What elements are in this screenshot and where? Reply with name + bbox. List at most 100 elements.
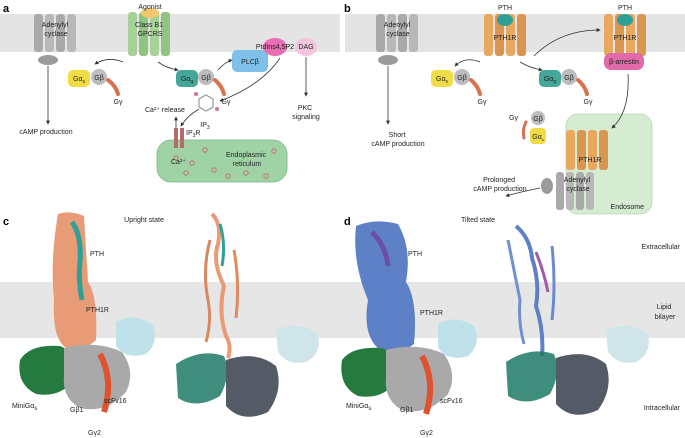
- gbeta-label-a2: Gβ: [201, 75, 210, 82]
- er-label-l1: Endoplasmic: [226, 152, 267, 159]
- adenylyl-cyclase-endosome-label: Adenylyl cyclase: [564, 177, 592, 193]
- agonist-label: Agonist: [138, 4, 161, 11]
- panel-label-c: c: [3, 216, 9, 228]
- ggamma-label-b1: Gγ: [478, 99, 487, 106]
- gbeta-endosome: [531, 111, 545, 125]
- ca-release-label: Ca²⁺ release: [145, 107, 185, 114]
- adenylyl-cyclase-label-b-l2: cyclase: [386, 31, 409, 38]
- panel-label-a: a: [3, 3, 10, 15]
- pip2-label: PtdIns4,5P2: [256, 44, 294, 51]
- ip3-phosphate-1: [194, 92, 198, 96]
- lipid-bilayer-label-l2: bilayer: [655, 314, 676, 321]
- panel-label-d: d: [344, 216, 351, 228]
- pth1r-endosome-label: PTH1R: [579, 157, 602, 164]
- gbeta-label-b1: Gβ: [457, 75, 466, 82]
- ggamma-endosome-label: Gγ: [509, 115, 518, 122]
- prolonged-camp-label-l1: Prolonged: [483, 177, 515, 184]
- ggamma-label-a2: Gγ: [222, 99, 231, 106]
- ggamma-label-b2: Gγ: [584, 99, 593, 106]
- pth1r-label-b-right: PTH1R: [614, 35, 637, 42]
- minig-label-d: MiniGαs: [346, 403, 371, 412]
- adenylyl-cyclase-label-b: Adenylyl cyclase: [384, 22, 412, 38]
- ggamma-endosome: [521, 120, 528, 140]
- gq-heterotrimer-b: [539, 69, 589, 96]
- class-b1-gpcrs-label-l2: GPCRS: [138, 31, 163, 38]
- galpha-s-label-b1: Gαs: [436, 76, 449, 85]
- pth-label-c: PTH: [90, 251, 104, 258]
- galpha-s-label-a: Gαs: [73, 76, 86, 85]
- pth-label-d: PTH: [408, 251, 422, 258]
- galpha-endosome-label: Gαs: [532, 134, 544, 142]
- scfv-label-c: scFv16: [104, 398, 127, 405]
- barrestin-label: β-arrestin: [609, 59, 639, 66]
- class-b1-gpcr-a: [128, 8, 170, 56]
- galpha-q-label-b: Gαq: [544, 76, 557, 85]
- cryo-em-map-d: [341, 221, 477, 415]
- er-label: Endoplasmic reticulum: [226, 152, 268, 168]
- dag-shape: [295, 38, 317, 56]
- ip3r-channel-left: [174, 128, 178, 148]
- short-camp-label-l1: Short: [389, 132, 406, 139]
- gb1-label-c: Gβ1: [70, 407, 83, 414]
- barrestin-box: [604, 53, 644, 70]
- prolonged-camp-label-l2: cAMP production: [473, 186, 526, 193]
- pip2-shape: [263, 38, 287, 56]
- pth1r-label-d: PTH1R: [420, 310, 443, 317]
- pth1r-label-c: PTH1R: [86, 307, 109, 314]
- galpha-q-label-a: Gαq: [181, 76, 194, 85]
- adenylyl-cyclase-endosome-label-l2: cyclase: [566, 186, 589, 193]
- pth-label-b-left: PTH: [498, 5, 512, 12]
- lipid-bilayer-band-cd: [0, 282, 685, 338]
- panel-label-b: b: [344, 3, 351, 15]
- ip3r-channel-right: [180, 128, 184, 148]
- er-label-l2: reticulum: [233, 161, 262, 168]
- pkc-signaling-label-l2: signaling: [292, 114, 320, 121]
- panel-b-arrows: [386, 28, 629, 198]
- upright-state-label: Upright state: [124, 217, 164, 224]
- adenylyl-cyclase-endosome-label-l1: Adenylyl: [564, 177, 591, 184]
- minig-label-c: MiniGαs: [12, 403, 37, 412]
- gg2-label-c: Gγ2: [88, 430, 101, 437]
- lipid-bilayer-label-l1: Lipid: [657, 304, 672, 311]
- pth1r-endosome-b: [566, 130, 608, 170]
- panel-a-arrows: [46, 57, 308, 128]
- ribbon-model-c: [176, 212, 319, 417]
- class-b1-gpcrs-label-l1: Class B1: [135, 22, 163, 29]
- adenylyl-cyclase-b: [376, 14, 418, 65]
- gbeta-label-a1: Gβ: [94, 75, 103, 82]
- gbeta-endosome-label: Gβ: [533, 116, 542, 123]
- ip3-label: IP3: [200, 122, 210, 131]
- plcb-label: PLCβ: [241, 59, 259, 66]
- short-camp-label-l2: cAMP production: [371, 141, 424, 148]
- plcb-box: [232, 50, 268, 72]
- ip3-phosphate-2: [215, 107, 219, 111]
- tilted-state-label: Tilted state: [461, 217, 495, 224]
- ggamma-label-a1: Gγ: [114, 99, 123, 106]
- pth1r-left-b: [484, 14, 526, 56]
- gq-heterotrimer-a: [176, 69, 226, 96]
- adenylyl-cyclase-a: [34, 14, 76, 65]
- dag-label: DAG: [298, 44, 313, 51]
- gs-heterotrimer-a: [68, 69, 120, 96]
- adenylyl-cyclase-endosome: [541, 172, 594, 210]
- endosome-label: Endosome: [611, 204, 645, 211]
- pkc-signaling-label-l1: PKC: [298, 105, 312, 112]
- adenylyl-cyclase-label-a-l2: cyclase: [44, 31, 67, 38]
- pth1r-label-b-left: PTH1R: [494, 35, 517, 42]
- pth-label-b-right: PTH: [618, 5, 632, 12]
- galpha-endosome-box: [530, 128, 546, 144]
- gg2-label-d: Gγ2: [420, 430, 433, 437]
- ip3r-label: IP3R: [186, 130, 200, 139]
- pkc-signaling-label: PKC signaling: [292, 105, 320, 121]
- prolonged-camp-label: Prolonged cAMP production: [473, 177, 526, 193]
- adenylyl-cyclase-label-b-l1: Adenylyl: [384, 22, 411, 29]
- intracellular-label: Intracellular: [644, 405, 681, 412]
- gbeta-label-b2: Gβ: [564, 75, 573, 82]
- pth1r-right-b: [604, 14, 646, 56]
- scfv-label-d: scFv16: [440, 398, 463, 405]
- cryo-em-map-c: [19, 212, 155, 413]
- ca-label: Ca²⁺: [171, 159, 186, 166]
- gb1-label-d: Gβ1: [400, 407, 413, 414]
- gs-heterotrimer-b-left: [431, 69, 482, 96]
